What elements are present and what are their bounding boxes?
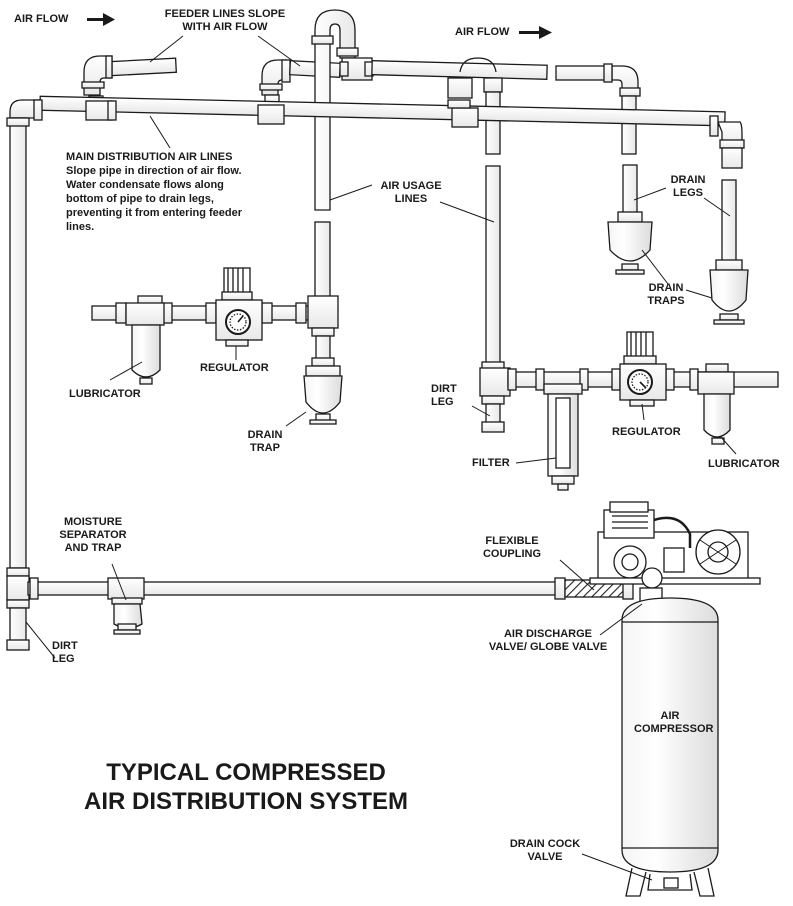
drain-cock-valve-label: DRAIN COCK VALVE (509, 838, 581, 863)
filter-unit (543, 383, 583, 491)
arrow-right-icon (519, 26, 552, 39)
main-distribution-heading: MAIN DISTRIBUTION AIR LINES (66, 151, 233, 163)
dirt-leg-mid-label: DIRT LEG (431, 383, 457, 408)
air-usage-line-left (91, 221, 339, 367)
lubricator-right-label: LUBRICATOR (708, 458, 780, 470)
air-discharge-valve-label: AIR DISCHARGE VALVE/ GLOBE VALVE (488, 628, 608, 653)
moisture-separator-label: MOISTURE SEPARATOR AND TRAP (59, 516, 127, 554)
lubricator-left-label: LUBRICATOR (69, 388, 141, 400)
drain-leg-2 (709, 179, 749, 325)
pressure-gauge-icon (627, 369, 653, 395)
air-flow-label-left: AIR FLOW (14, 13, 69, 25)
drain-leg-1 (607, 164, 653, 275)
main-distribution-description: MAIN DISTRIBUTION AIR LINES Slope pipe i… (66, 150, 306, 234)
leader-lines (25, 35, 737, 881)
filter-label: FILTER (472, 457, 510, 469)
main-distribution-pipe (9, 95, 745, 169)
main-distribution-body: Slope pipe in direction of air flow. Wat… (66, 165, 243, 233)
dirt-leg-left-label: DIRT LEG (52, 640, 78, 665)
moisture-separator (111, 597, 143, 635)
air-compressor (589, 501, 761, 897)
diagram-title: TYPICAL COMPRESSED AIR DISTRIBUTION SYST… (30, 758, 462, 816)
feeder-lines-label: FEEDER LINES SLOPE WITH AIR FLOW (164, 8, 286, 33)
lubricator-right (697, 363, 735, 445)
flexible-coupling-label: FLEXIBLE COUPLING (482, 535, 542, 560)
drain-trap-label: DRAIN TRAP (247, 429, 283, 454)
arrow-right-icon (87, 13, 115, 26)
drain-trap-left (303, 365, 343, 425)
pressure-gauge-icon (225, 309, 251, 335)
air-usage-lines-label: AIR USAGE LINES (380, 180, 442, 205)
title-line-1: TYPICAL COMPRESSED (106, 759, 386, 786)
feeder-line-right (371, 57, 548, 155)
title-line-2: AIR DISTRIBUTION SYSTEM (83, 788, 408, 815)
regulator-right-label: REGULATOR (612, 426, 681, 438)
regulator-right (619, 331, 667, 407)
regulator-left-label: REGULATOR (200, 362, 269, 374)
drain-legs-label: DRAIN LEGS (670, 174, 706, 199)
gooseneck-pipe (311, 9, 374, 211)
drain-traps-label: DRAIN TRAPS (647, 282, 685, 307)
lubricator-left (125, 295, 165, 385)
air-flow-label-right: AIR FLOW (455, 26, 510, 38)
air-compressor-label: AIR COMPRESSOR (634, 710, 714, 735)
left-vertical-pipe (6, 117, 30, 651)
